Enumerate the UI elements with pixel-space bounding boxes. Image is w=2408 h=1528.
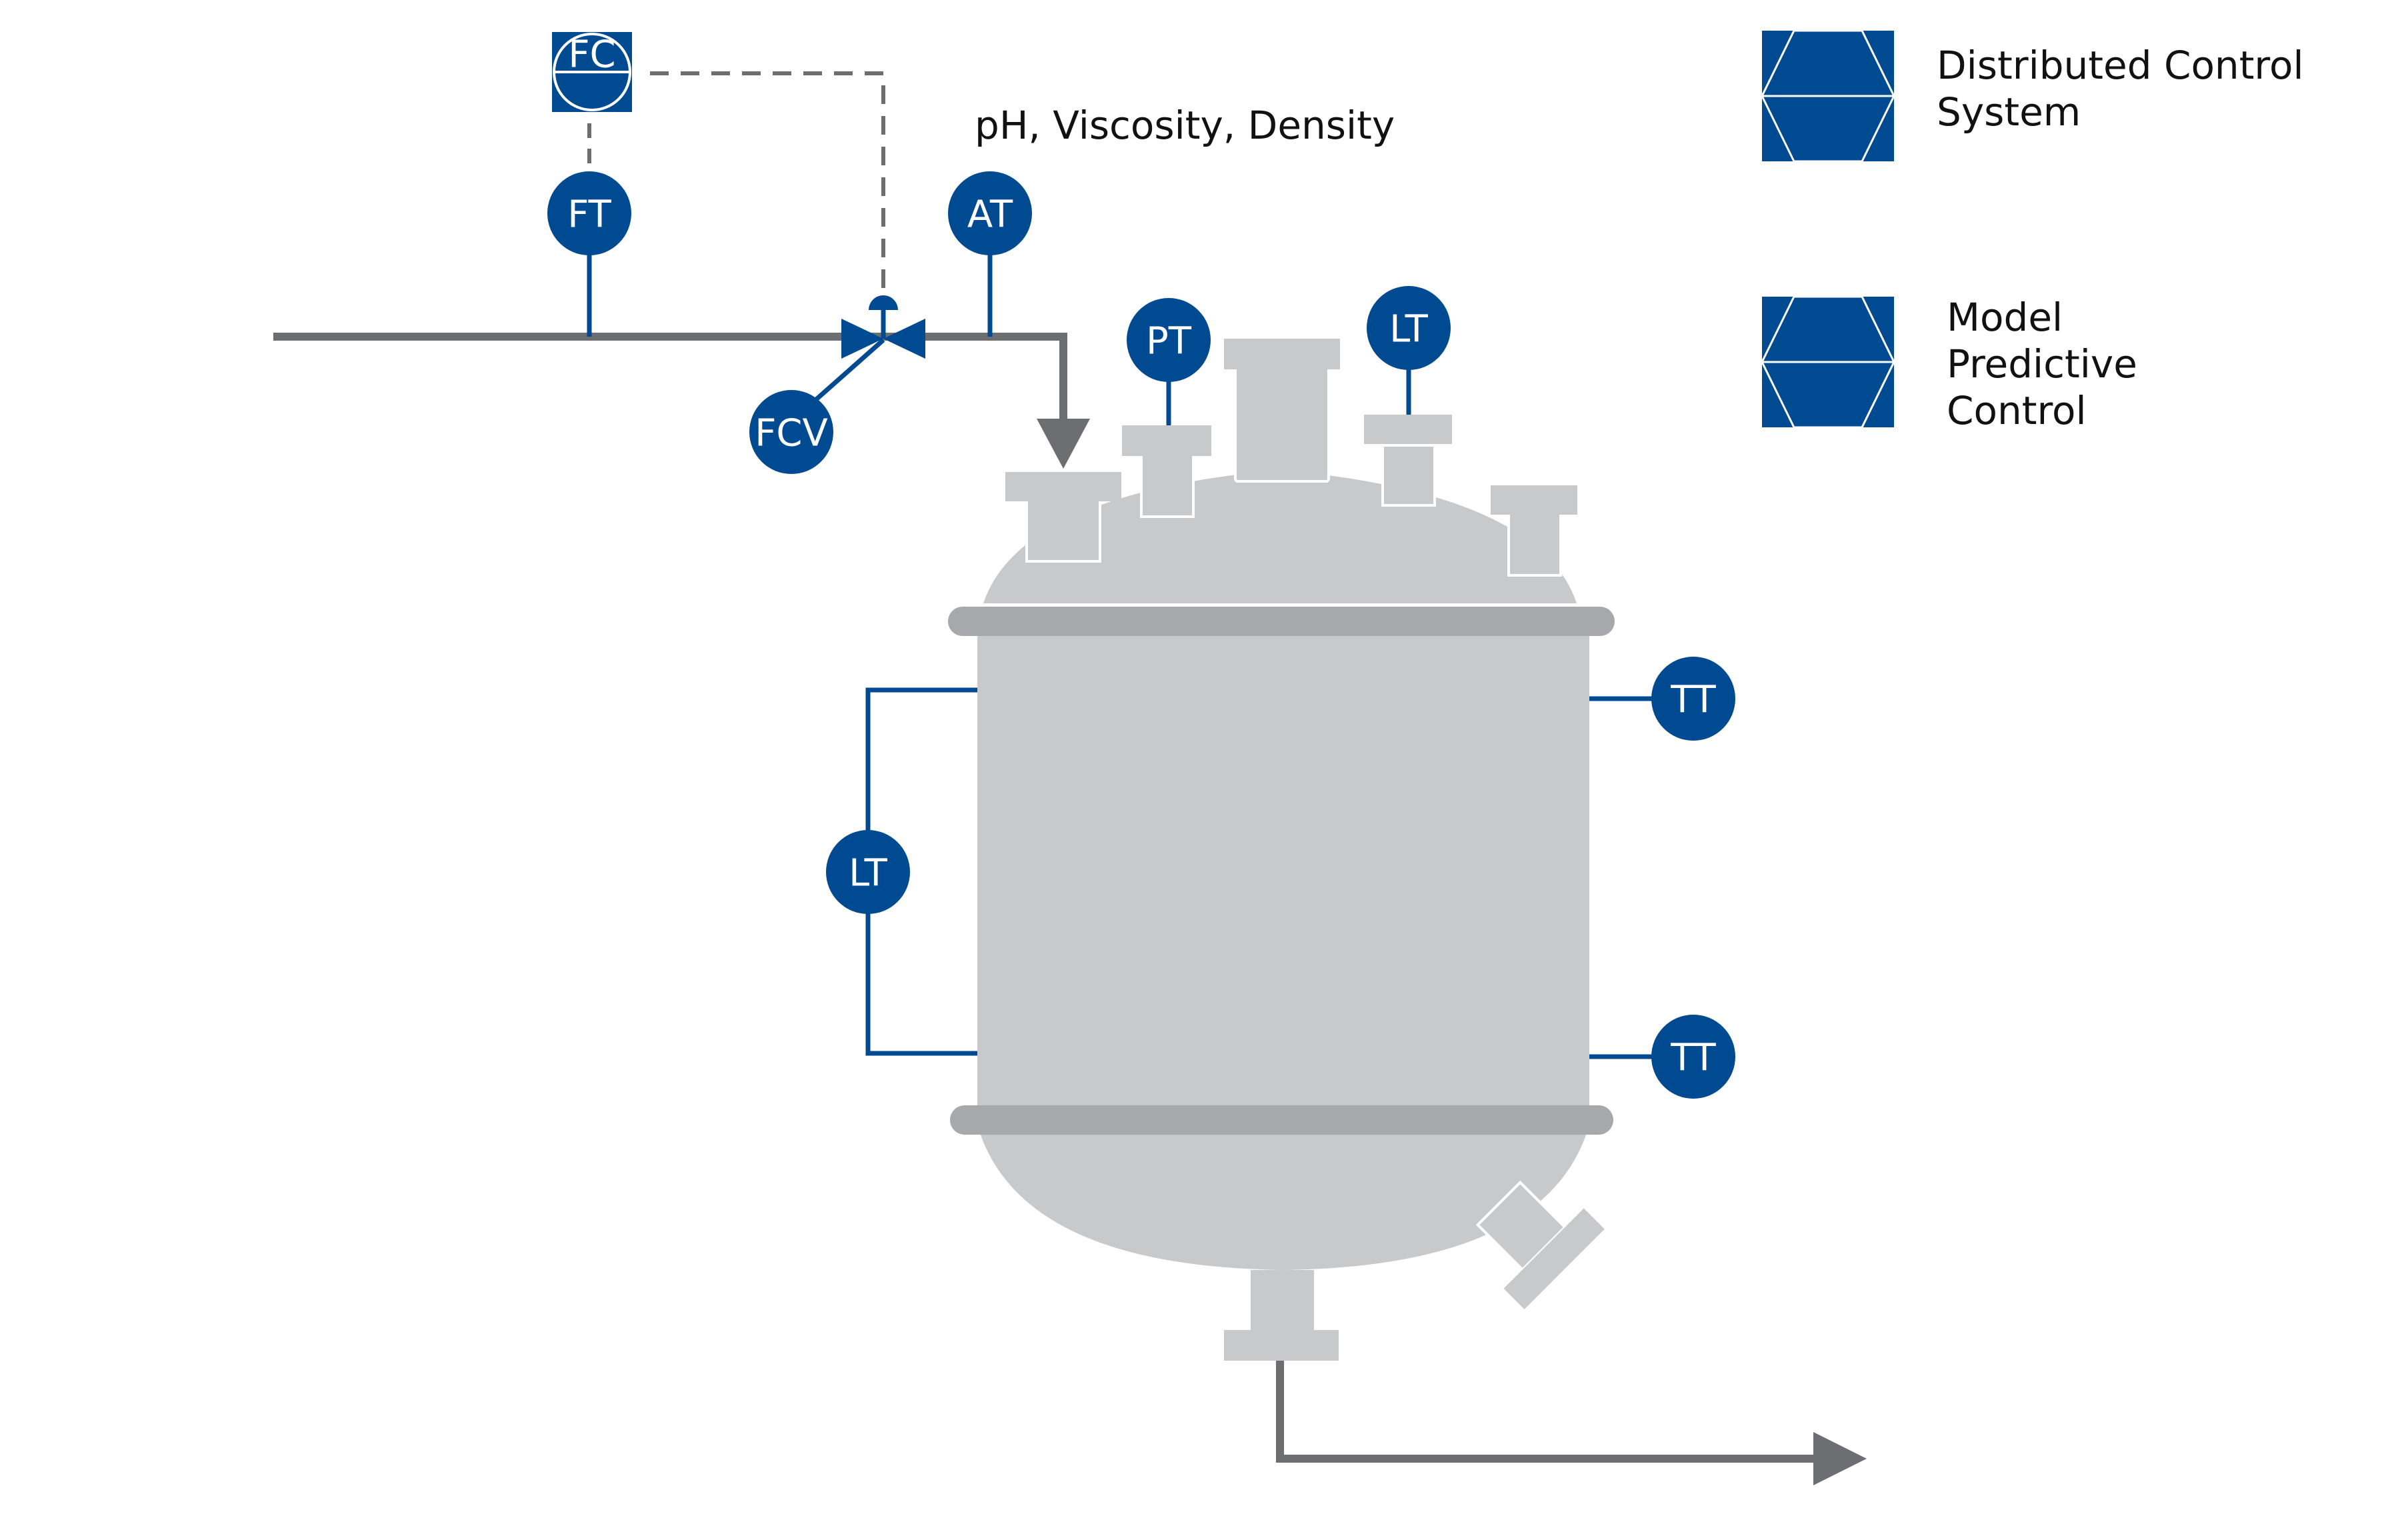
process-label: pH, Viscosity, Density [975, 103, 1395, 148]
reactor-vessel [948, 339, 1615, 1361]
at-label: AT [967, 193, 1013, 237]
vessel-body [977, 623, 1589, 1113]
lt-top-label: LT [1389, 308, 1428, 351]
angled-nozzle [1475, 1180, 1605, 1309]
tt-lower-label: TT [1670, 1037, 1716, 1080]
lt-top-instrument: LT [1367, 286, 1451, 370]
mpc-legend-label-line3: Control [1947, 388, 2087, 433]
control-signal-line [650, 71, 885, 303]
lt-nozzle [1364, 415, 1452, 507]
tt-lower-instrument: TT [1651, 1015, 1735, 1099]
vessel-bottom-dome [980, 1133, 1587, 1270]
mpc-legend-icon [1761, 295, 1895, 429]
spare-nozzle [1491, 485, 1577, 577]
tt-upper-label: TT [1670, 679, 1716, 722]
valve-body-right-icon [883, 319, 925, 359]
inlet-nozzle [1005, 472, 1121, 563]
inlet-pipe [273, 333, 1067, 420]
pt-label: PT [1146, 320, 1192, 363]
valve-actuator-icon [869, 295, 898, 310]
vessel-top-flange [948, 607, 1615, 636]
fcv-instrument: FCV [749, 390, 833, 474]
valve-body-left-icon [841, 319, 883, 359]
process-piping [273, 333, 1820, 1463]
dcs-legend-label-line1: Distributed Control [1937, 43, 2304, 88]
lt-side-instrument: LT [826, 830, 910, 914]
manway-nozzle [1224, 339, 1340, 483]
fc-label: FC [568, 33, 615, 77]
outlet-arrow-icon [1813, 1432, 1867, 1485]
dcs-legend-label-line2: System [1937, 89, 2081, 135]
pt-nozzle [1122, 425, 1211, 518]
control-valve [841, 295, 925, 359]
ft-label: FT [567, 193, 611, 237]
tt-upper-instrument: TT [1651, 657, 1735, 741]
mpc-legend-label-line1: Model [1947, 295, 2063, 340]
vessel-bottom-flange [950, 1105, 1613, 1135]
inlet-arrow-icon [1037, 419, 1090, 469]
pt-instrument: PT [1127, 298, 1211, 382]
mpc-legend-label-line2: Predictive [1947, 341, 2137, 387]
outlet-pipe [1276, 1361, 1820, 1463]
fc-controller: FC [552, 32, 632, 112]
dcs-legend-icon [1761, 29, 1895, 163]
at-instrument: AT [948, 171, 1032, 255]
lt-side-label: LT [849, 852, 887, 895]
ft-instrument: FT [547, 171, 631, 255]
outlet-nozzle [1224, 1270, 1339, 1361]
fcv-label: FCV [755, 412, 828, 455]
